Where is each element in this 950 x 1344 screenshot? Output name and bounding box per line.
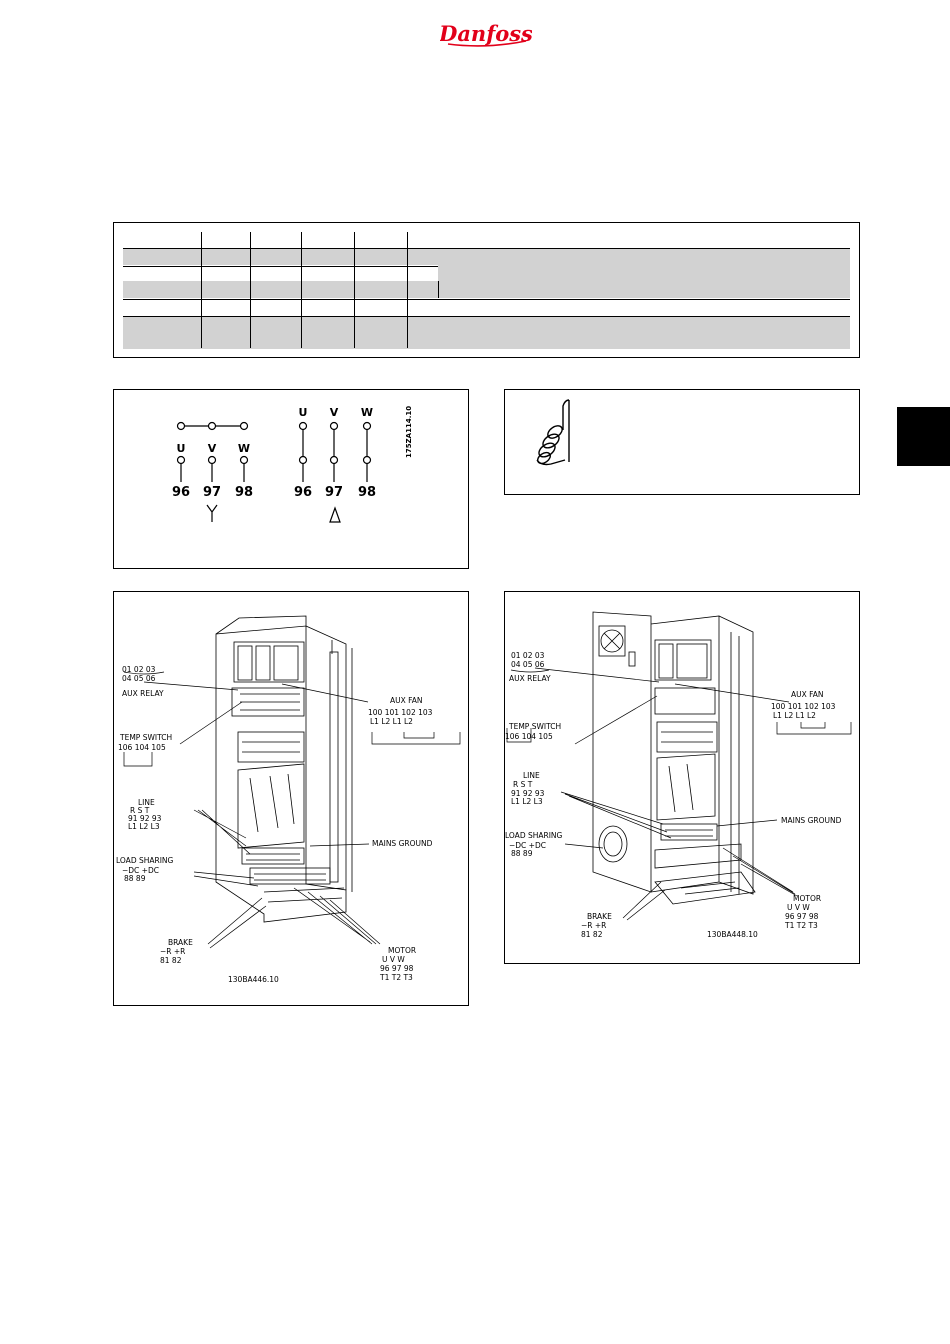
line-phase-letters: R S T xyxy=(513,780,533,789)
motor-phase-letters: U V W xyxy=(382,955,405,964)
load-sharing-label: LOAD SHARING xyxy=(116,856,174,865)
load-sharing-terminals: 88 89 xyxy=(511,849,533,858)
wiring-drawing-code: 175ZA114.10 xyxy=(405,406,413,458)
aux-relay-label: AUX RELAY xyxy=(509,674,551,683)
load-sharing-terminals: 88 89 xyxy=(124,874,146,883)
motor-phases: T1 T2 T3 xyxy=(785,921,818,930)
motor-wiring-diagram: U V W 96 97 98 U V W 96 97 98 175ZA114.1… xyxy=(113,389,469,569)
brake-label: BRAKE xyxy=(168,938,193,947)
danfoss-logo: Danfoss xyxy=(440,21,532,47)
mains-ground-label: MAINS GROUND xyxy=(781,816,842,825)
line-phases: L1 L2 L3 xyxy=(128,822,160,831)
load-sharing-polarity: −DC +DC xyxy=(122,866,159,875)
brake-polarity: −R +R xyxy=(581,921,607,930)
line-label: LINE xyxy=(523,771,540,780)
star-terminal-97: 97 xyxy=(203,485,221,500)
temp-switch-terminals: 106 104 105 xyxy=(118,743,166,752)
delta-label-w: W xyxy=(361,406,373,419)
star-label-w: W xyxy=(238,442,250,455)
brake-terminals: 81 82 xyxy=(160,956,182,965)
temp-switch-label: TEMP SWITCH xyxy=(120,733,173,742)
delta-terminal-96: 96 xyxy=(294,485,312,500)
delta-label-u: U xyxy=(299,406,308,419)
motor-phase-letters: U V W xyxy=(787,903,810,912)
aux-relay-terminals-top: 01 02 03 xyxy=(511,651,545,660)
aux-fan-label: AUX FAN xyxy=(390,696,423,705)
specification-table xyxy=(113,222,860,358)
star-terminal-98: 98 xyxy=(235,485,253,500)
leader-lines-left xyxy=(123,671,461,949)
drawing-code-right: 130BA448.10 xyxy=(707,930,758,939)
cabinet-illustration-right xyxy=(506,611,852,921)
delta-terminal-97: 97 xyxy=(325,485,343,500)
line-label: LINE xyxy=(138,798,155,807)
delta-label-v: V xyxy=(330,406,339,419)
aux-relay-label: AUX RELAY xyxy=(122,689,164,698)
mains-ground-label: MAINS GROUND xyxy=(372,839,433,848)
line-terminals: 91 92 93 xyxy=(511,789,545,798)
line-phase-letters: R S T xyxy=(130,806,150,815)
temp-switch-label: TEMP SWITCH xyxy=(509,722,562,731)
brake-label: BRAKE xyxy=(587,912,612,921)
cabinet-illustration-left xyxy=(123,615,461,949)
aux-relay-terminals-bottom: 04 05 06 xyxy=(122,674,156,683)
aux-fan-phases: L1 L2 L1 L2 xyxy=(773,711,816,720)
motor-terminals: 96 97 98 xyxy=(785,912,819,921)
star-connection xyxy=(176,421,249,522)
svg-text:Danfoss: Danfoss xyxy=(440,21,532,46)
motor-phases: T1 T2 T3 xyxy=(380,973,413,982)
enclosure-drawing-left: 01 02 03 04 05 06 AUX RELAY TEMP SWITCH … xyxy=(113,591,469,1006)
load-sharing-polarity: −DC +DC xyxy=(509,841,546,850)
aux-fan-label: AUX FAN xyxy=(791,690,824,699)
delta-terminal-98: 98 xyxy=(358,485,376,500)
aux-fan-phases: L1 L2 L1 L2 xyxy=(370,717,413,726)
note-box xyxy=(504,389,860,495)
drawing-code-left: 130BA446.10 xyxy=(228,975,279,984)
temp-switch-terminals: 106 104 105 xyxy=(505,732,553,741)
motor-terminals: 96 97 98 xyxy=(380,964,414,973)
aux-relay-terminals-bottom: 04 05 06 xyxy=(511,660,545,669)
aux-fan-terminals: 100 101 102 103 xyxy=(368,708,433,717)
motor-label: MOTOR xyxy=(388,946,417,955)
aux-relay-terminals-top: 01 02 03 xyxy=(122,665,156,674)
delta-connection xyxy=(298,421,372,523)
load-sharing-label: LOAD SHARING xyxy=(505,831,563,840)
star-label-v: V xyxy=(208,442,217,455)
leader-lines-right xyxy=(506,667,852,921)
chapter-tab xyxy=(897,407,950,466)
brake-polarity: −R +R xyxy=(160,947,186,956)
line-phases: L1 L2 L3 xyxy=(511,797,543,806)
line-terminals: 91 92 93 xyxy=(128,814,162,823)
enclosure-drawing-right: 01 02 03 04 05 06 AUX RELAY TEMP SWITCH … xyxy=(504,591,860,964)
star-label-u: U xyxy=(177,442,186,455)
note-hand-icon xyxy=(536,399,570,466)
motor-label: MOTOR xyxy=(793,894,822,903)
brake-terminals: 81 82 xyxy=(581,930,603,939)
star-terminal-96: 96 xyxy=(172,485,190,500)
aux-fan-terminals: 100 101 102 103 xyxy=(771,702,836,711)
